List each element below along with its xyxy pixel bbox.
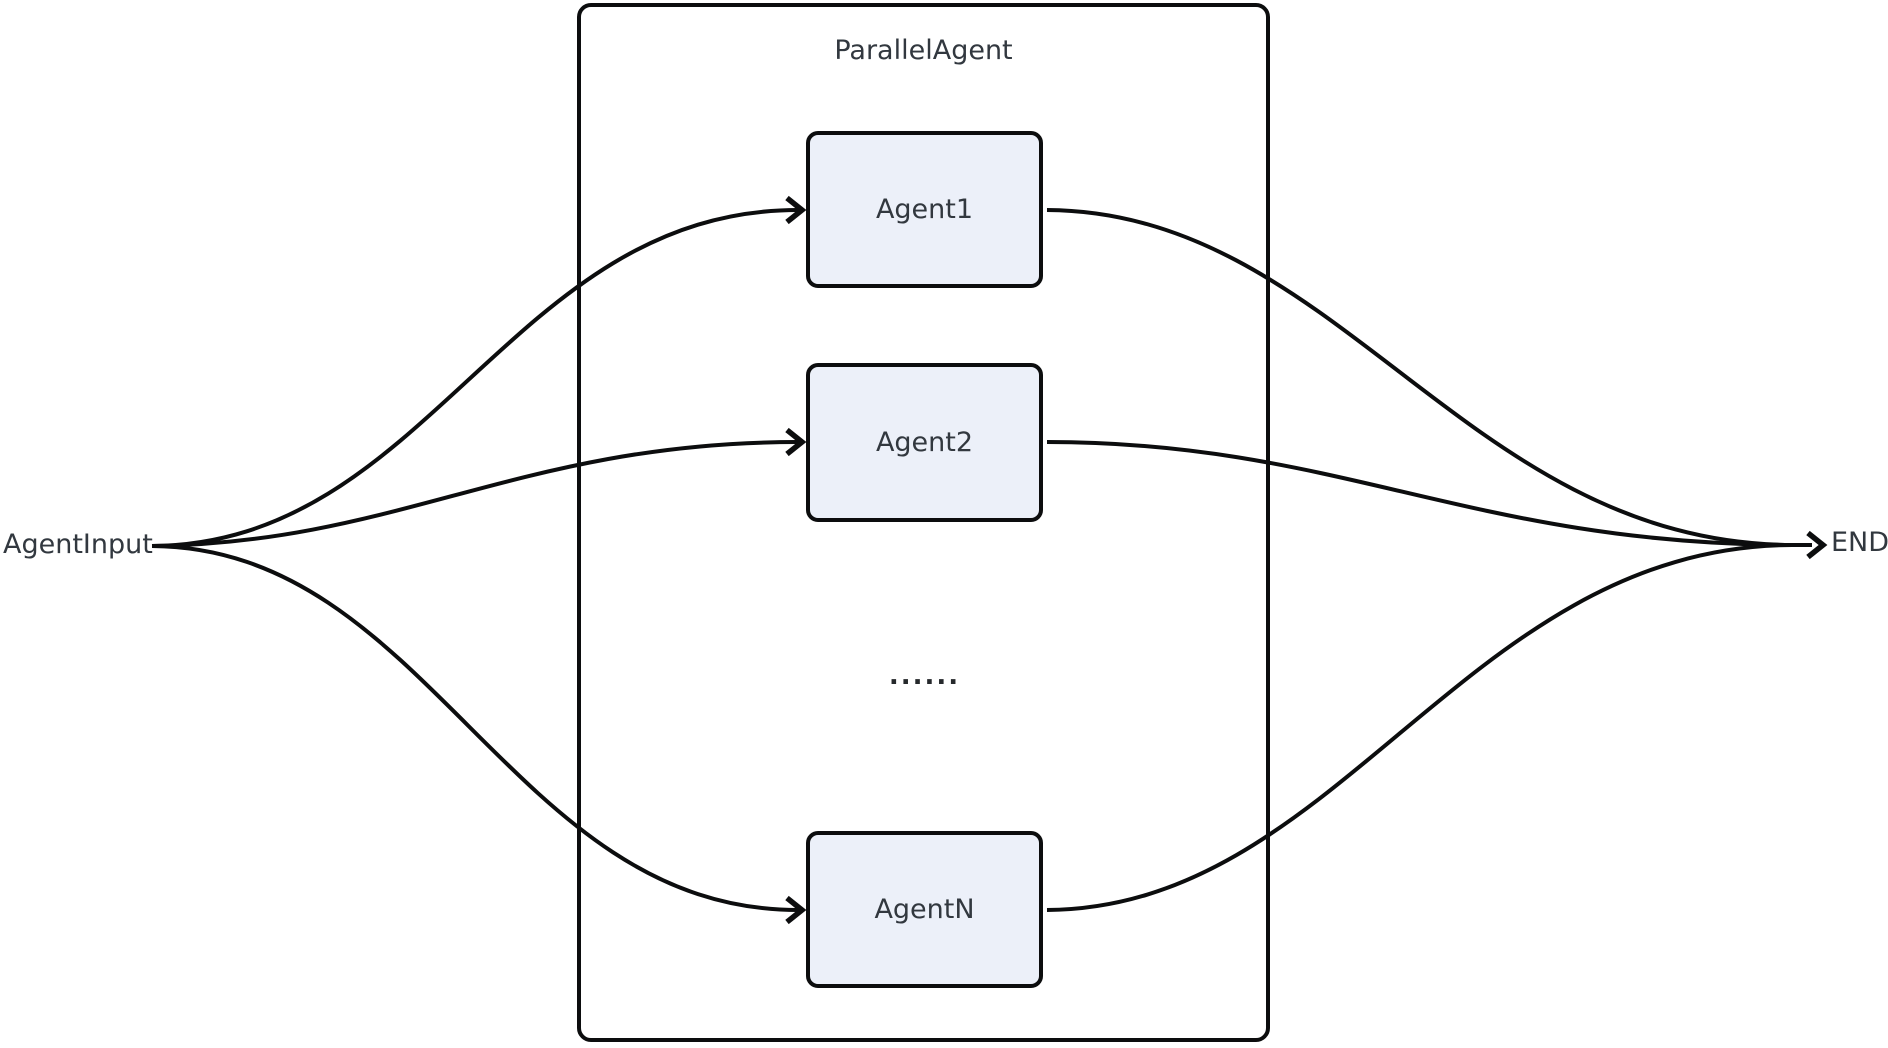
node-agent2-label: Agent2 (875, 427, 974, 458)
arrowhead-icon (785, 895, 807, 925)
parallel-agent-group: ParallelAgent (577, 3, 1270, 1042)
ellipsis-dots: ...... (888, 661, 961, 691)
edge-agent2-to-end (1046, 440, 1793, 547)
node-agentN: AgentN (806, 831, 1043, 988)
edge-agentN-to-end (1046, 543, 1793, 912)
end-label: END (1831, 527, 1888, 558)
node-agentN-label: AgentN (874, 894, 975, 925)
arrowhead-icon (785, 195, 807, 225)
node-agent1-label: Agent1 (875, 194, 974, 225)
node-agent1: Agent1 (806, 131, 1043, 288)
input-label: AgentInput (3, 529, 153, 560)
edge-input-to-agent1 (151, 208, 799, 548)
node-agent2: Agent2 (806, 363, 1043, 522)
arrowhead-icon (785, 427, 807, 457)
arrowhead-icon (1806, 530, 1828, 560)
edge-input-to-agent2 (151, 440, 799, 548)
edge-input-to-agentN (151, 544, 799, 912)
edge-agent1-to-end (1046, 208, 1793, 547)
group-title: ParallelAgent (834, 35, 1013, 66)
